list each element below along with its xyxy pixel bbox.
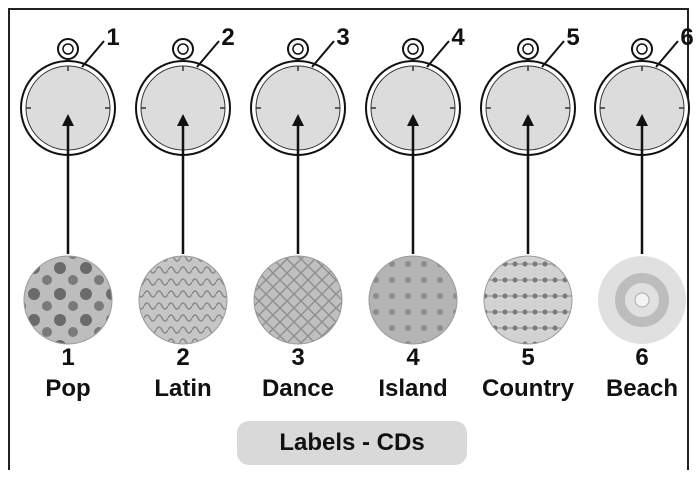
cd-label-disc-5: [483, 255, 573, 345]
slot-leader-line-3: [311, 40, 335, 68]
slot-group: [20, 38, 690, 156]
slot-number-1: 1: [106, 24, 120, 51]
slot-number-5: 5: [566, 24, 580, 51]
slot-leader-line-1: [81, 40, 105, 68]
cd-label-disc-2: [138, 255, 228, 345]
label-name-3: Dance: [261, 375, 335, 402]
cd-disc-group: [23, 255, 686, 345]
label-name-4: Island: [378, 375, 448, 402]
diagram-caption: Labels - CDs: [237, 421, 467, 465]
label-name-6: Beach: [605, 375, 679, 402]
label-number-1: 1: [61, 344, 75, 371]
label-name-2: Latin: [154, 375, 212, 402]
label-number-2: 2: [176, 344, 190, 371]
cd-label-disc-4: [368, 255, 458, 345]
slot-number-2: 2: [221, 24, 235, 51]
cd-slot-4: [365, 38, 461, 156]
slot-number-3: 3: [336, 24, 350, 51]
arrow-4: [407, 114, 419, 254]
slot-leader-line-5: [541, 40, 565, 68]
cd-slot-1: [20, 38, 116, 156]
arrow-1: [62, 114, 74, 254]
label-number-6: 6: [635, 344, 649, 371]
label-number-3: 3: [291, 344, 305, 371]
arrow-6: [636, 114, 648, 254]
arrow-2: [177, 114, 189, 254]
cd-label-disc-3: [253, 255, 343, 345]
cd-slot-2: [135, 38, 231, 156]
slot-leader-line-4: [426, 40, 450, 68]
slot-number-4: 4: [451, 24, 465, 51]
arrow-group: [62, 114, 648, 254]
arrow-3: [292, 114, 304, 254]
arrow-5: [522, 114, 534, 254]
frame-border: [8, 8, 689, 470]
slot-leader-line-6: [655, 40, 679, 68]
slot-number-6: 6: [680, 24, 694, 51]
label-number-5: 5: [521, 344, 535, 371]
label-name-5: Country: [482, 375, 574, 402]
cd-slot-5: [480, 38, 576, 156]
cd-label-disc-6: [598, 256, 686, 344]
cd-label-disc-1: [23, 255, 113, 345]
label-name-1: Pop: [45, 375, 91, 402]
slot-leader-line-2: [196, 40, 220, 68]
label-number-4: 4: [406, 344, 420, 371]
